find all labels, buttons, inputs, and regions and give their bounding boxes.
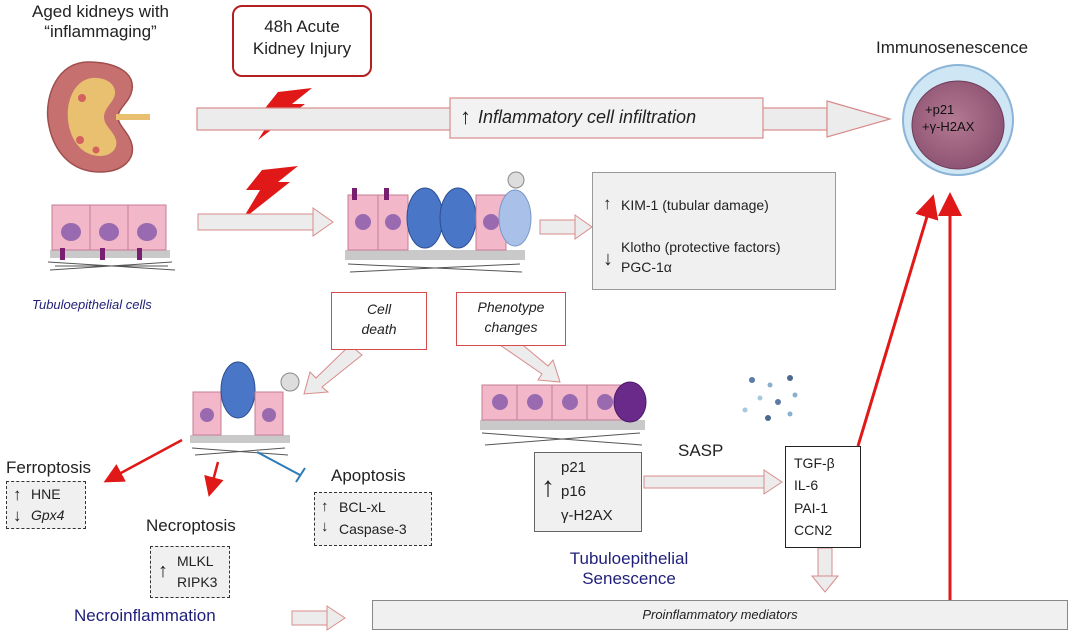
factor-tgfb: TGF-β — [794, 455, 835, 471]
kidney-icon — [46, 61, 150, 173]
ferroptosis-markers-box: ↑ HNE ↓ Gpx4 — [6, 481, 86, 529]
up-arrow-icon: ↑ — [321, 498, 329, 515]
necroptosis-markers-box: ↑ MLKL RIPK3 — [150, 546, 230, 598]
tubular-caption: Tubuloepithelial cells — [32, 297, 152, 312]
up-arrow-icon: ↑ — [13, 485, 22, 504]
up-arrow-icon: ↑ — [158, 560, 168, 582]
proinflammatory-bar: Proinflammatory mediators — [372, 600, 1068, 630]
apoptosis-label: Apoptosis — [331, 466, 406, 485]
apo-marker-bclxl: BCL-xL — [339, 499, 386, 515]
necroinflammation-label: Necroinflammation — [74, 606, 216, 625]
sen-marker-p21: p21 — [561, 459, 587, 476]
necroinflammation-block-arrow — [291, 605, 346, 631]
dying-cells-icon — [190, 361, 300, 456]
senescent-cells-icon — [480, 381, 647, 446]
aki-line1: 48h Acute — [264, 17, 340, 36]
damaged-tubular-cells-icon — [345, 171, 532, 273]
senescence-label: Tubuloepithelial Senescence — [554, 549, 704, 588]
up-arrow-icon: ↑ — [460, 104, 471, 129]
apo-marker-caspase3: Caspase-3 — [339, 521, 407, 537]
factor-il6: IL-6 — [794, 477, 819, 493]
cell-death-line1: Cell — [366, 301, 392, 317]
damage-markers-block-arrow — [539, 214, 593, 240]
sasp-factors-box: TGF-β IL-6 PAI-1 CCN2 — [785, 446, 861, 548]
up-arrow-icon: ↑ — [603, 194, 612, 213]
infiltration-label-box — [449, 97, 764, 139]
immune-marker-h2ax: +γ-H2AX — [922, 119, 975, 134]
aged-kidneys-line1: Aged kidneys with — [31, 2, 170, 21]
arrow-to-ferroptosis — [103, 438, 183, 483]
necro-marker-mlkl: MLKL — [177, 553, 214, 569]
necro-marker-ripk3: RIPK3 — [177, 574, 218, 590]
kim1-label: KIM-1 (tubular damage) — [621, 197, 769, 213]
factor-pai1: PAI-1 — [794, 500, 828, 516]
arrow-factors-to-immune — [856, 194, 939, 447]
damage-markers-box: ↑ KIM-1 (tubular damage) ↓ Klotho (prote… — [592, 172, 836, 290]
phenotype-box: Phenotype changes — [456, 292, 566, 346]
pgc-label: PGC-1α — [621, 259, 672, 275]
immune-marker-p21: +p21 — [925, 102, 955, 117]
down-arrow-icon: ↓ — [13, 506, 22, 525]
sasp-block-arrow — [643, 469, 783, 495]
down-arrow-icon: ↓ — [321, 518, 329, 535]
immunosenescence-label: Immunosenescence — [876, 38, 1029, 57]
cell-death-line2: death — [361, 321, 397, 337]
inhibit-apoptosis — [256, 451, 301, 476]
tubular-block-arrow — [197, 207, 334, 237]
necroptosis-label: Necroptosis — [146, 516, 236, 535]
phenotype-line1: Phenotype — [477, 299, 545, 315]
aki-line2: Kidney Injury — [252, 39, 352, 58]
senescence-label-line2: Senescence — [582, 568, 676, 588]
senescence-label-line1: Tubuloepithelial — [569, 549, 689, 568]
down-arrow-icon: ↓ — [603, 248, 613, 270]
up-arrow-icon: ↑ — [541, 471, 555, 502]
sasp-label: SASP — [678, 441, 724, 460]
factor-ccn2: CCN2 — [794, 522, 833, 538]
sen-marker-h2ax: γ-H2AX — [561, 507, 613, 524]
ferro-marker-gpx4: Gpx4 — [31, 507, 65, 523]
factors-down-block-arrow — [810, 547, 840, 593]
senescence-markers-box: ↑ p21 p16 γ-H2AX — [534, 452, 642, 532]
cell-death-box: Cell death — [331, 292, 427, 350]
sen-marker-p16: p16 — [561, 483, 587, 500]
ferroptosis-label: Ferroptosis — [6, 458, 92, 477]
aged-kidneys-line2: “inflammaging” — [44, 21, 157, 41]
cell-death-block-arrow — [303, 344, 363, 395]
immune-cell-icon — [902, 64, 1014, 176]
lightning-icon-2 — [242, 166, 298, 220]
aged-kidneys-title: Aged kidneys with “inflammaging” — [8, 2, 193, 41]
phenotype-line2: changes — [484, 319, 538, 335]
apoptosis-markers-box: ↑ ↓ BCL-xL Caspase-3 — [314, 492, 432, 546]
sasp-particles-icon — [742, 375, 798, 421]
proinflammatory-label: Proinflammatory mediators — [642, 607, 798, 622]
aki-box: 48h Acute Kidney Injury — [232, 5, 372, 77]
infiltration-label: Inflammatory cell infiltration — [478, 107, 697, 127]
arrow-to-necroptosis — [204, 461, 224, 497]
ferro-marker-hne: HNE — [31, 486, 61, 502]
tubular-cells-icon — [47, 204, 176, 271]
klotho-label: Klotho (protective factors) — [621, 239, 781, 255]
